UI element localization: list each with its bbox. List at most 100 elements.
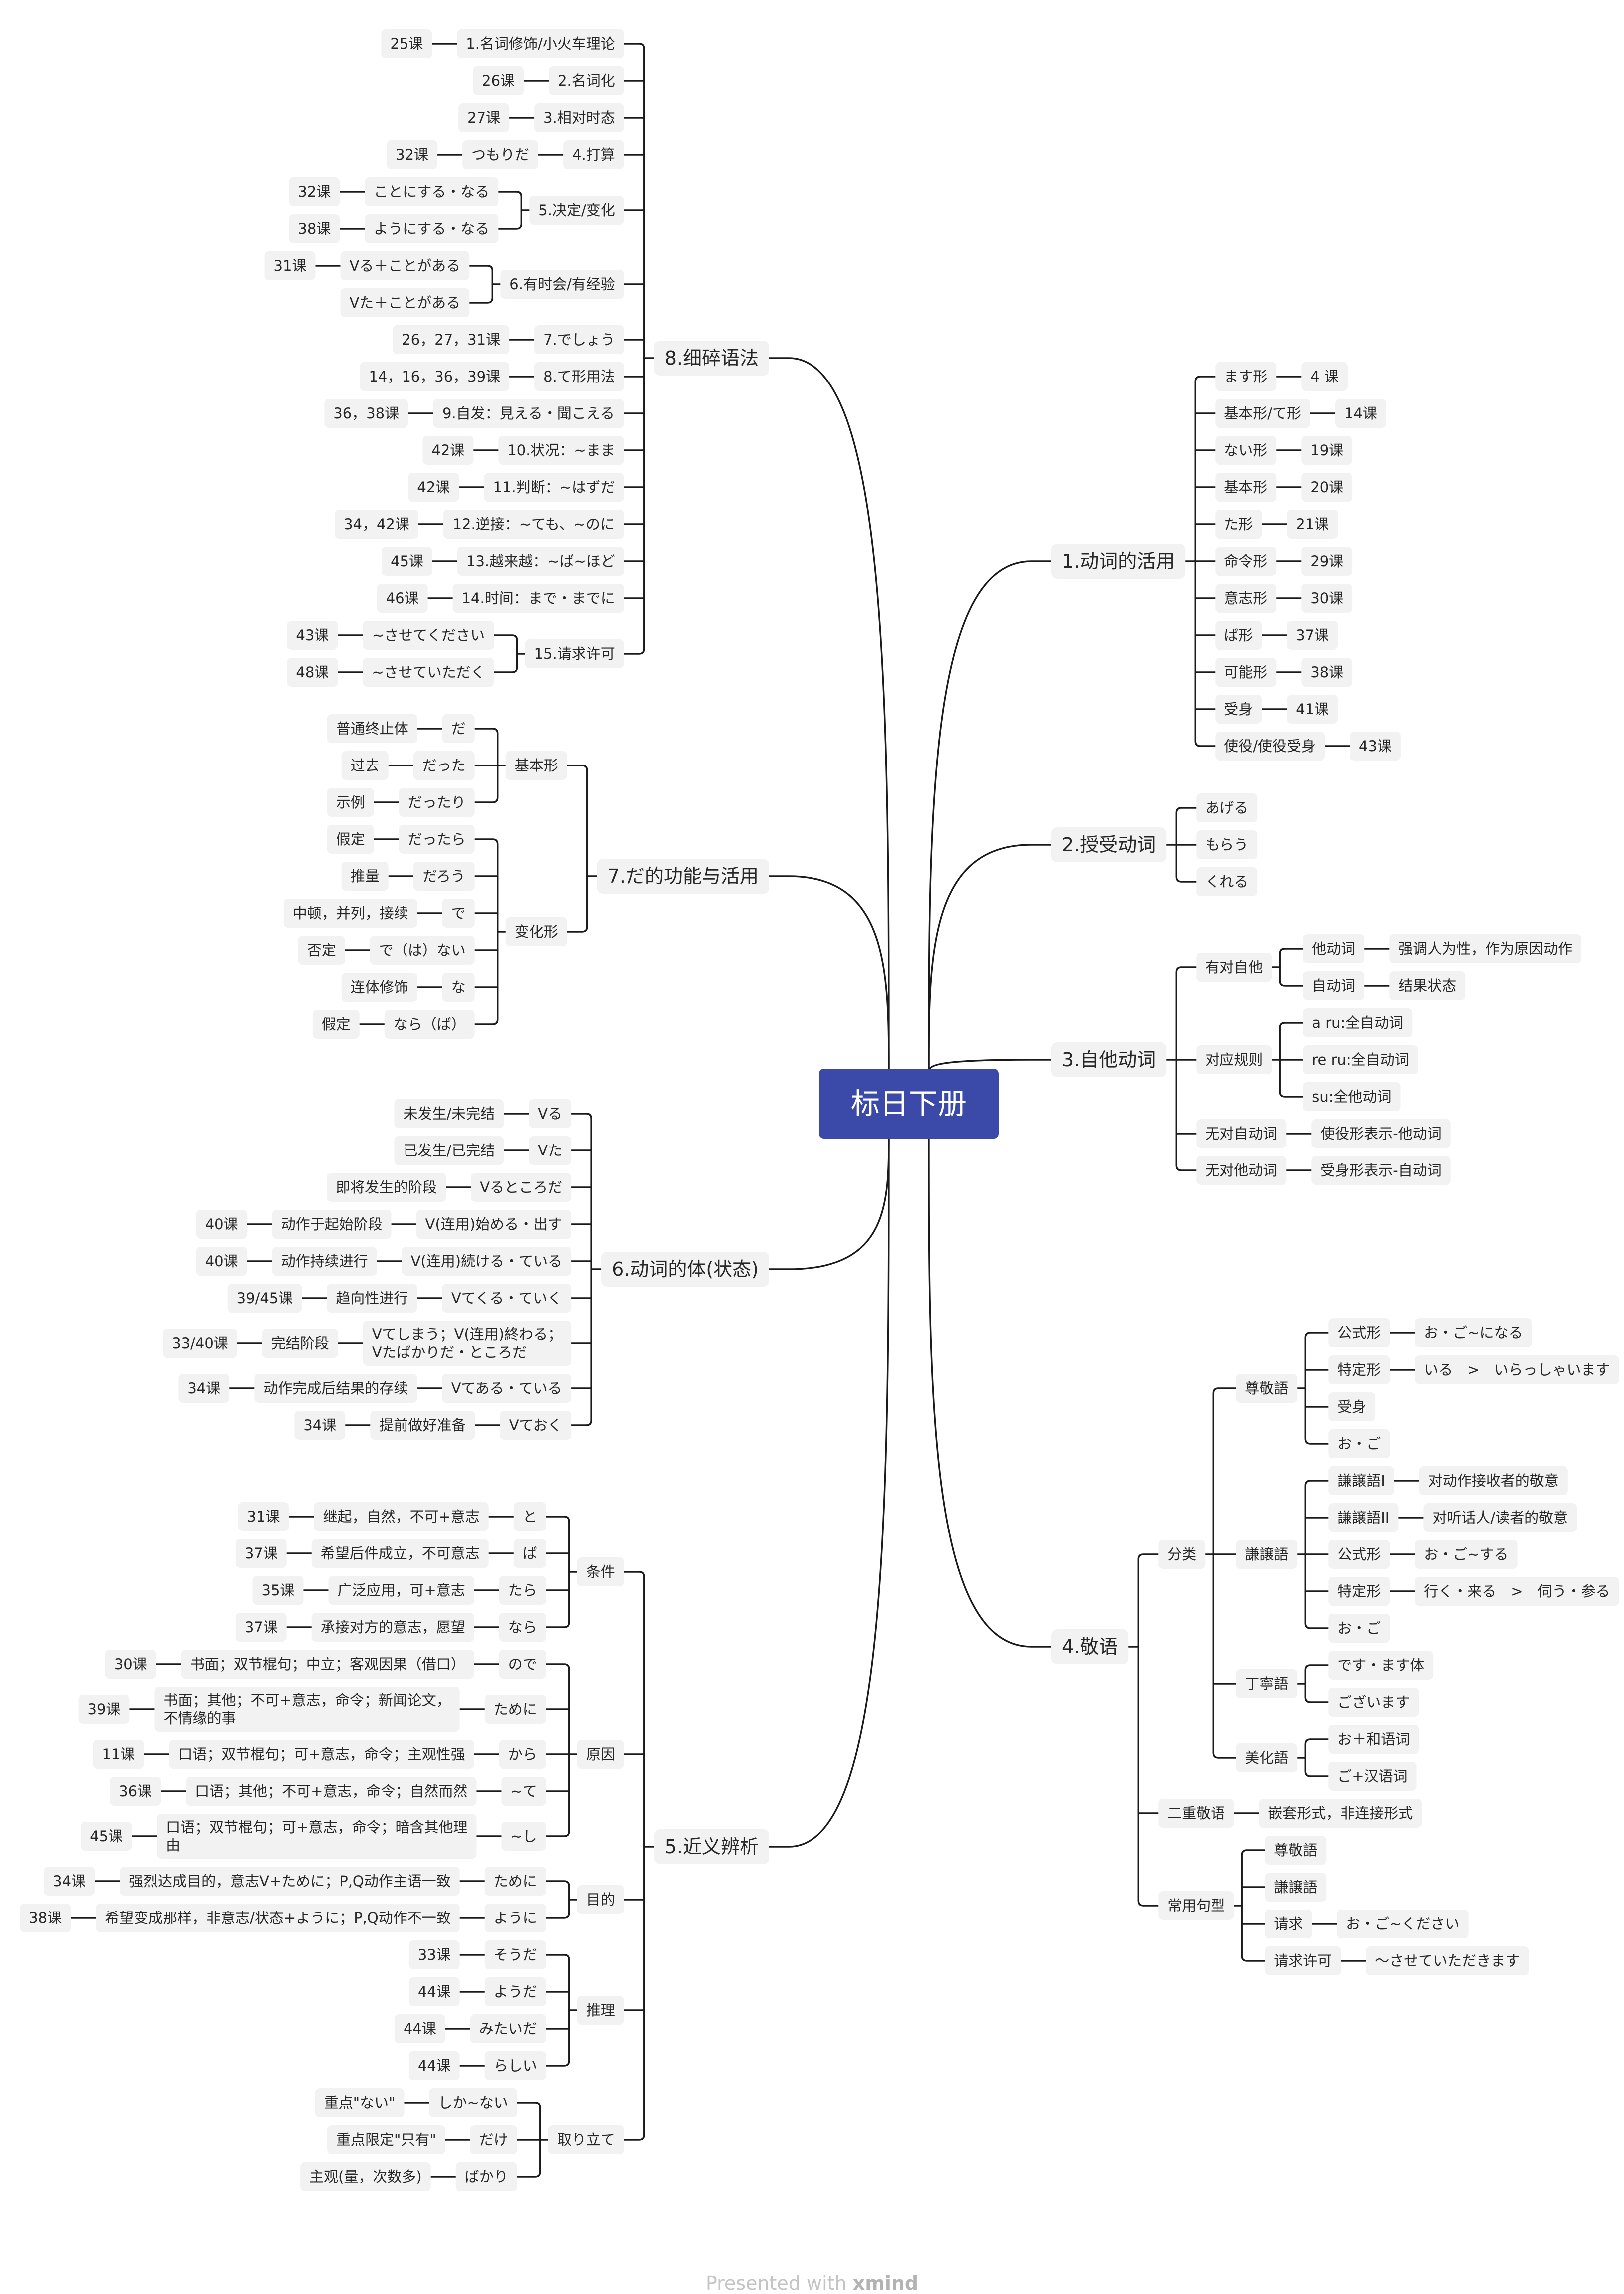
node-b7-0-1-0-node[interactable]: 过去 <box>341 751 389 780</box>
node-b5-3-node[interactable]: 推理 <box>577 1996 624 2025</box>
node-b3-0-1-0-node[interactable]: 结果状态 <box>1389 971 1466 1000</box>
node-b7-1-2-0-node[interactable]: 中顿，并列，接续 <box>283 899 417 928</box>
node-b6-7-0-0-34[interactable]: 34课 <box>178 1374 230 1403</box>
node-b4-0-0-0-0-node[interactable]: お・ご~になる <box>1415 1318 1532 1347</box>
node-b5-3-3-0-44[interactable]: 44课 <box>408 2051 460 2080</box>
node-b8-14-1-node[interactable]: ~させていただく <box>363 658 494 687</box>
node-b5-3-1-0-44[interactable]: 44课 <box>408 1977 460 2006</box>
node-b4-0-1-0-i[interactable]: 謙譲語I <box>1328 1466 1394 1495</box>
node-b7-1-3-node[interactable]: で（は）ない <box>370 936 475 965</box>
node-b4-0-0-1-node[interactable]: 特定形 <box>1328 1355 1390 1384</box>
node-b5-0-0-node[interactable]: と <box>513 1502 546 1531</box>
node-b4-0-2-node[interactable]: 丁寧語 <box>1236 1669 1298 1698</box>
node-b6-8-v[interactable]: Vておく <box>500 1411 572 1440</box>
node-b4-0-0-node[interactable]: 尊敬語 <box>1236 1374 1298 1403</box>
node-b8-1-0-26[interactable]: 26课 <box>473 66 524 95</box>
node-b1-9-node[interactable]: 受身 <box>1215 695 1262 724</box>
branch-b7[interactable]: 7.だ的功能与活用 <box>597 859 769 894</box>
node-b6-3-v[interactable]: V(连用)始める・出す <box>416 1210 572 1239</box>
node-b8-4-0-0-32[interactable]: 32课 <box>289 177 340 206</box>
node-b7-1-5-0-node[interactable]: 假定 <box>312 1010 360 1039</box>
node-b7-1-5-node[interactable]: なら（ば） <box>384 1010 475 1039</box>
node-b8-4-1-node[interactable]: ようにする・なる <box>365 214 499 243</box>
node-b5-0-1-node[interactable]: ば <box>513 1539 546 1568</box>
node-b8-13-14[interactable]: 14.时间：まで・までに <box>452 584 624 613</box>
node-b7-1-2-node[interactable]: で <box>442 899 475 928</box>
node-b1-10-0-43[interactable]: 43课 <box>1350 732 1401 761</box>
node-b4-0-1-3-node[interactable]: 特定形 <box>1328 1577 1390 1606</box>
node-b8-11-0-34-42[interactable]: 34，42课 <box>335 510 418 539</box>
node-b7-1-node[interactable]: 变化形 <box>505 917 567 946</box>
node-b1-1-0-14[interactable]: 14课 <box>1335 399 1386 428</box>
node-b5-3-2-0-44[interactable]: 44课 <box>394 2014 445 2043</box>
node-b1-5-node[interactable]: 命令形 <box>1215 547 1277 576</box>
node-b3-3-0-node[interactable]: 受身形表示-自动词 <box>1311 1156 1451 1185</box>
node-b8-3-0-0-32[interactable]: 32课 <box>387 140 438 169</box>
node-b4-0-3-node[interactable]: 美化語 <box>1236 1743 1298 1772</box>
node-b5-1-3-0-node[interactable]: 口语；其他；不可+意志，命令；自然而然 <box>186 1777 477 1806</box>
node-b7-1-0-0-node[interactable]: 假定 <box>327 825 374 854</box>
node-b8-5-0-0-31[interactable]: 31课 <box>264 251 316 280</box>
node-b6-6-0-node[interactable]: 完结阶段 <box>262 1329 338 1358</box>
node-b5-1-4-0-0-45[interactable]: 45课 <box>81 1822 132 1851</box>
node-b8-14-0-node[interactable]: ~させてください <box>363 621 494 650</box>
node-b6-2-0-node[interactable]: 即将发生的阶段 <box>327 1173 446 1202</box>
node-b4-2-2-node[interactable]: 请求 <box>1265 1910 1312 1938</box>
node-b4-0-node[interactable]: 分类 <box>1158 1540 1206 1569</box>
node-b4-0-0-2-node[interactable]: 受身 <box>1328 1392 1376 1421</box>
node-b3-0-node[interactable]: 有对自他 <box>1196 953 1272 982</box>
node-b4-0-1-1-0-node[interactable]: 对听话人/读者的敬意 <box>1423 1503 1577 1532</box>
node-b6-8-0-0-34[interactable]: 34课 <box>294 1411 346 1440</box>
node-b8-9-10[interactable]: 10.状况：~まま <box>498 436 624 465</box>
node-b5-1-3-0-0-36[interactable]: 36课 <box>110 1777 161 1806</box>
node-b5-2-1-0-p-q[interactable]: 希望变成那样，非意志/状态+ように；P,Q动作不一致 <box>96 1904 460 1932</box>
node-b5-1-0-0-0-30[interactable]: 30课 <box>105 1650 156 1679</box>
node-b1-4-node[interactable]: た形 <box>1215 510 1262 539</box>
node-b8-11-12[interactable]: 12.逆接：~ても、~のに <box>443 510 624 539</box>
node-b1-0-0-4[interactable]: 4 课 <box>1301 362 1348 391</box>
node-b1-6-node[interactable]: 意志形 <box>1215 584 1277 613</box>
node-b1-3-node[interactable]: 基本形 <box>1215 473 1277 502</box>
node-b8-12-0-45[interactable]: 45课 <box>382 547 433 576</box>
node-b5-0-3-node[interactable]: なら <box>499 1613 546 1642</box>
node-b4-0-0-3-node[interactable]: お・ご <box>1328 1429 1390 1458</box>
node-b8-3-0-node[interactable]: つもりだ <box>462 140 539 169</box>
node-b4-0-1-0-0-node[interactable]: 对动作接收者的敬意 <box>1419 1466 1568 1495</box>
node-b3-1-0-a-ru[interactable]: a ru:全自动词 <box>1303 1008 1413 1037</box>
node-b5-4-node[interactable]: 取り立て <box>548 2125 624 2154</box>
node-b5-2-1-0-0-38[interactable]: 38课 <box>20 1904 71 1932</box>
node-b8-7-8[interactable]: 8.て形用法 <box>534 362 624 391</box>
node-b8-4-1-0-38[interactable]: 38课 <box>289 214 340 243</box>
node-b5-2-1-node[interactable]: ように <box>484 1904 546 1932</box>
node-b3-3-node[interactable]: 无对他动词 <box>1196 1156 1287 1185</box>
node-b6-1-0-node[interactable]: 已发生/已完结 <box>394 1136 504 1165</box>
node-b8-0-1[interactable]: 1.名词修饰/小火车理论 <box>457 29 624 58</box>
node-b6-4-v[interactable]: V(连用)続ける・ている <box>402 1247 572 1276</box>
node-b5-1-3-node[interactable]: ~て <box>501 1777 546 1806</box>
node-b7-0-1-node[interactable]: だった <box>413 751 475 780</box>
node-b8-2-0-27[interactable]: 27课 <box>458 103 510 132</box>
node-b4-0-1-1-ii[interactable]: 謙譲語II <box>1328 1503 1399 1532</box>
node-b4-2-2-0-node[interactable]: お・ご~ください <box>1337 1910 1469 1938</box>
node-b6-5-0-node[interactable]: 趋向性进行 <box>327 1284 417 1313</box>
node-b4-0-1-3-0-node[interactable]: 行く・来る > 伺う・参る <box>1415 1577 1619 1606</box>
node-b5-0-1-0-0-37[interactable]: 37课 <box>235 1539 287 1568</box>
node-b6-0-0-node[interactable]: 未发生/未完结 <box>394 1099 504 1128</box>
node-b8-13-0-46[interactable]: 46课 <box>377 584 428 613</box>
node-b1-2-node[interactable]: ない形 <box>1215 436 1277 465</box>
node-b8-4-0-node[interactable]: ことにする・なる <box>365 177 499 206</box>
node-b8-7-0-14-16-36-39[interactable]: 14，16，36，39课 <box>360 362 510 391</box>
node-b1-0-node[interactable]: ます形 <box>1215 362 1277 391</box>
node-b6-0-v[interactable]: Vる <box>529 1099 572 1128</box>
branch-b4[interactable]: 4.敬语 <box>1051 1629 1129 1664</box>
node-b7-0-node[interactable]: 基本形 <box>505 751 567 780</box>
node-b1-4-0-21[interactable]: 21课 <box>1287 510 1338 539</box>
node-b3-2-node[interactable]: 无对自动词 <box>1196 1119 1287 1148</box>
node-b4-0-0-0-node[interactable]: 公式形 <box>1328 1318 1390 1347</box>
node-b4-2-0-node[interactable]: 尊敬語 <box>1265 1836 1327 1865</box>
node-b6-8-0-node[interactable]: 提前做好准备 <box>370 1411 475 1440</box>
node-b5-1-1-0-node[interactable]: 书面；其他；不可+意志，命令；新闻论文，不情缘的事 <box>154 1687 460 1732</box>
node-b1-6-0-30[interactable]: 30课 <box>1301 584 1353 613</box>
node-b7-1-0-node[interactable]: だったら <box>399 825 475 854</box>
